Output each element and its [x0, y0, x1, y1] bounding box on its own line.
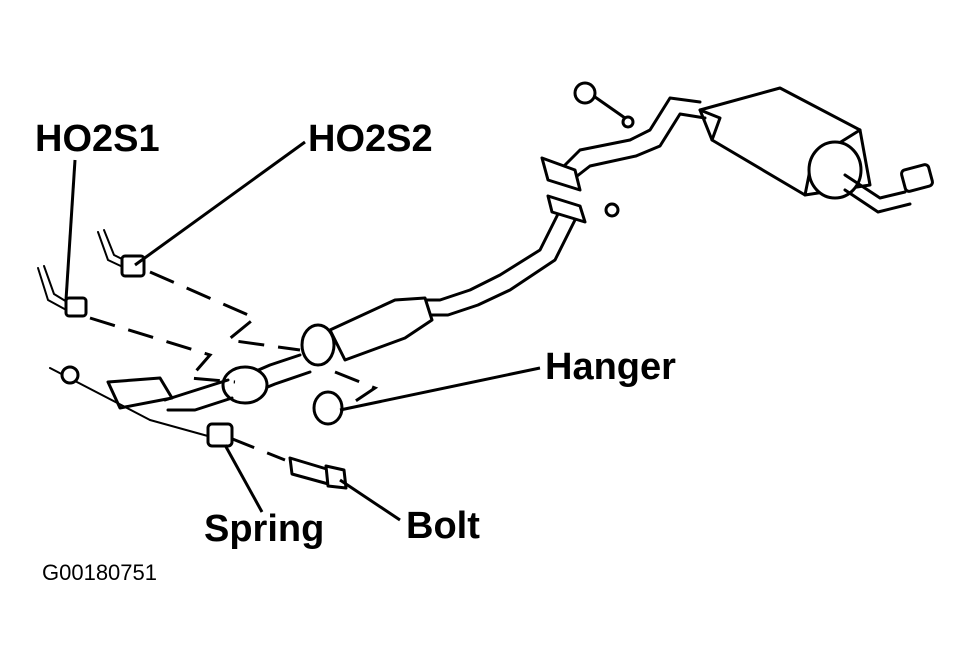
- label-ho2s1: HO2S1: [35, 118, 160, 160]
- label-ho2s2: HO2S2: [308, 118, 433, 160]
- leader-lines: [64, 140, 541, 522]
- spring-part: [206, 422, 234, 448]
- intermediate-pipe: [418, 96, 707, 317]
- bolt-part: [288, 456, 348, 490]
- flange-hardware: [540, 81, 635, 224]
- front-flange-hardware: [49, 365, 286, 462]
- spring-leader: [223, 444, 264, 513]
- ho2s1-sensor: [37, 265, 88, 318]
- hanger-leader: [339, 366, 541, 412]
- ho2s2-sensor: [97, 229, 146, 278]
- hanger-part: [312, 370, 379, 426]
- figure-id: G00180751: [42, 560, 157, 585]
- catalytic-converter: [238, 296, 434, 397]
- bolt-leader: [339, 478, 401, 522]
- ho2s1-leader: [64, 159, 77, 301]
- front-pipe: [106, 365, 269, 412]
- sensor-alignment-lines: [89, 270, 301, 384]
- label-spring: Spring: [204, 508, 325, 550]
- ho2s2-leader: [134, 140, 306, 267]
- label-bolt: Bolt: [406, 505, 480, 547]
- label-hanger: Hanger: [545, 346, 676, 388]
- muffler-assembly: [698, 86, 934, 214]
